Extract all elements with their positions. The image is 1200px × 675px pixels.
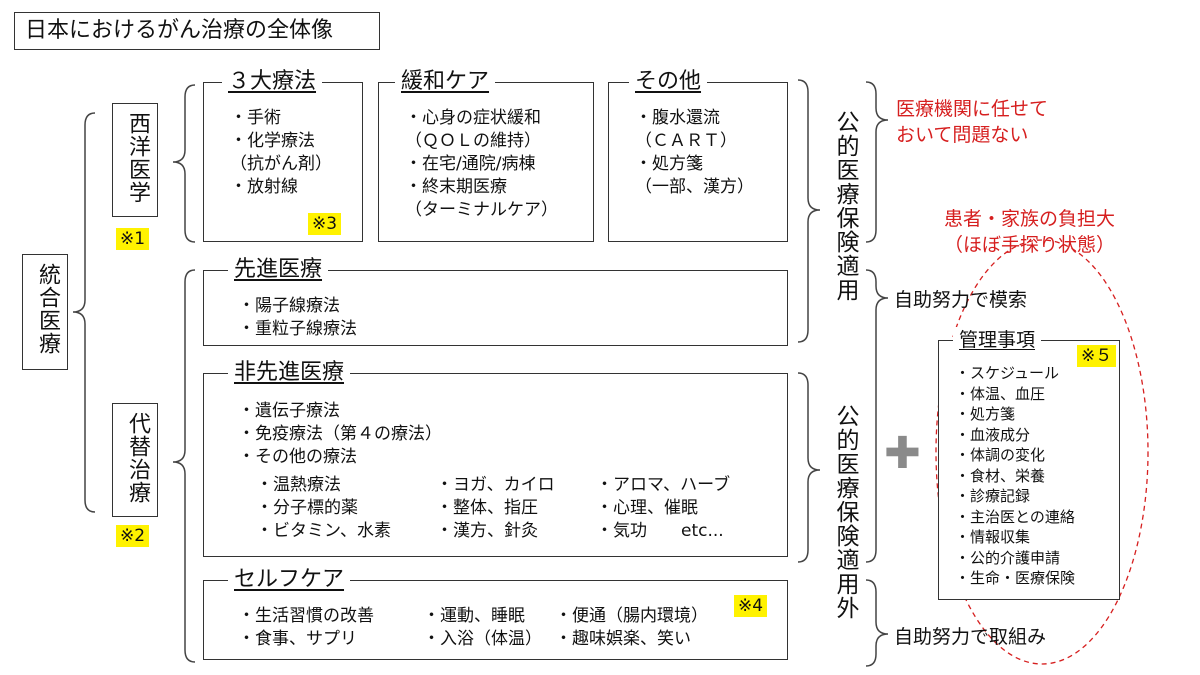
western-note: ※1 (116, 228, 150, 250)
management-item: ・体温、血圧 (955, 384, 1046, 403)
selfcare-item: ・食事、サプリ (238, 629, 357, 649)
selfcare-item: ・趣味娯楽、笑い (555, 629, 691, 649)
palliative-title: 緩和ケア (395, 69, 496, 95)
red-note-line: 患者・家族の負担大 (944, 208, 1116, 230)
selfcare-note: ※4 (734, 595, 768, 617)
list-item: ・その他の療法 (238, 447, 357, 467)
management-item: ・生命・医療保険 (955, 569, 1076, 587)
selfcare-item: ・便通（腸内環境） (555, 606, 708, 626)
insurance-applied-label: 公的医療保険適用 (832, 110, 858, 302)
list-item: ・処方箋 (635, 154, 703, 174)
management-item: ・診療記録 (955, 487, 1031, 505)
western-box: 西洋医学 (112, 103, 158, 217)
management-item: ・公的介護申請 (955, 548, 1061, 567)
advanced-box: 先進医療 ・陽子線療法 ・重粒子線療法 (203, 257, 788, 346)
non-advanced-title: 非先進医療 (228, 360, 351, 386)
list-item: （ターミナルケア） (405, 200, 558, 220)
list-item: （抗がん剤） (230, 154, 332, 174)
list-item: ・放射線 (230, 177, 298, 197)
list-item: ・心身の症状緩和 (405, 108, 541, 128)
list-item: ・在宅/通院/病棟 (405, 154, 536, 174)
grid-item: ・ヨガ、カイロ (436, 475, 555, 495)
other-box: その他 ・腹水還流 （ＣＡＲＴ） ・処方箋 （一部、漢方） (608, 69, 788, 242)
selfcare-item: ・運動、睡眠 (423, 606, 525, 626)
root-box: 統合医療 (22, 254, 68, 370)
management-title: 管理事項 (953, 327, 1042, 353)
red-note-line: 医療機関に任せて (896, 98, 1049, 120)
alternative-box: 代替治療 (112, 403, 158, 517)
list-item: ・免疫療法（第４の療法） (238, 424, 442, 444)
management-item: ・スケジュール (955, 364, 1059, 382)
root-label: 統合医療 (35, 263, 60, 355)
selfcare-title: セルフケア (228, 567, 351, 593)
insurance-not-applied-label: 公的医療保険適用外 (832, 404, 858, 620)
list-item: ・遺伝子療法 (238, 401, 340, 421)
three-major-box: ３大療法 ・手術 ・化学療法 （抗がん剤） ・放射線 ※3 (203, 69, 363, 242)
management-item: ・体調の変化 (955, 446, 1046, 464)
western-label: 西洋医学 (125, 112, 150, 204)
grid-item: ・ビタミン、水素 (256, 521, 391, 541)
plus-icon: ✚ (884, 428, 921, 479)
red-note-line: おいて問題ない (896, 124, 1029, 146)
grid-item: ・分子標的薬 (256, 498, 358, 518)
management-item: ・主治医との連絡 (955, 507, 1075, 526)
advanced-title: 先進医療 (228, 257, 329, 283)
three-major-title: ３大療法 (222, 69, 323, 95)
list-item: ・腹水還流 (635, 108, 720, 128)
management-item: ・情報収集 (955, 528, 1031, 546)
grid-item: ・整体、指圧 (436, 498, 538, 518)
self-effort-label: 自助努力で取組み (894, 626, 1047, 648)
selfcare-box: セルフケア ・生活習慣の改善 ・運動、睡眠 ・便通（腸内環境） ・食事、サプリ ・入浴… (203, 567, 788, 660)
grid-item: ・心理、催眠 (596, 498, 698, 518)
alternative-note: ※2 (116, 525, 150, 547)
management-note: ※５ (1077, 345, 1117, 367)
palliative-box: 緩和ケア ・心身の症状緩和 （ＱＯＬの維持） ・在宅/通院/病棟 ・終末期医療 … (378, 69, 594, 242)
red-note-delegate: 医療機関に任せて おいて問題ない (896, 96, 1048, 148)
three-major-note: ※3 (308, 213, 342, 235)
red-note-line: （ほぼ手探り状態） (944, 234, 1116, 256)
list-item: （ＣＡＲＴ） (635, 131, 737, 151)
page-title-box: 日本におけるがん治療の全体像 (14, 12, 380, 50)
selfcare-item: ・入浴（体温） (423, 629, 542, 649)
self-search-label: 自助努力で模索 (894, 289, 1028, 311)
list-item: ・重粒子線療法 (238, 319, 357, 339)
grid-item: ・温熱療法 (256, 475, 341, 495)
non-advanced-box: 非先進医療 ・遺伝子療法 ・免疫療法（第４の療法） ・その他の療法 ・温熱療法・… (203, 360, 788, 557)
grid-item: ・気功 etc... (596, 521, 724, 541)
management-item: ・食材、栄養 (955, 466, 1046, 485)
other-title: その他 (629, 69, 708, 95)
grid-item: ・漢方、針灸 (436, 521, 538, 541)
red-note-burden: 患者・家族の負担大 （ほぼ手探り状態） (944, 206, 1115, 258)
list-item: ・終末期医療 (405, 177, 507, 197)
selfcare-item: ・生活習慣の改善 (238, 606, 374, 626)
grid-item: ・アロマ、ハーブ (596, 475, 731, 495)
list-item: ・陽子線療法 (238, 296, 340, 316)
list-item: （一部、漢方） (635, 177, 754, 197)
list-item: （ＱＯＬの維持） (405, 131, 541, 151)
list-item: ・手術 (230, 108, 281, 128)
management-item: ・血液成分 (955, 425, 1031, 444)
list-item: ・化学療法 (230, 131, 315, 151)
alternative-label: 代替治療 (125, 412, 150, 504)
page-title: 日本におけるがん治療の全体像 (25, 18, 334, 43)
management-box: 管理事項 ※５ ・スケジュール ・体温、血圧 ・処方箋 ・血液成分 ・体調の変化… (938, 327, 1120, 600)
management-item: ・処方箋 (955, 405, 1016, 423)
